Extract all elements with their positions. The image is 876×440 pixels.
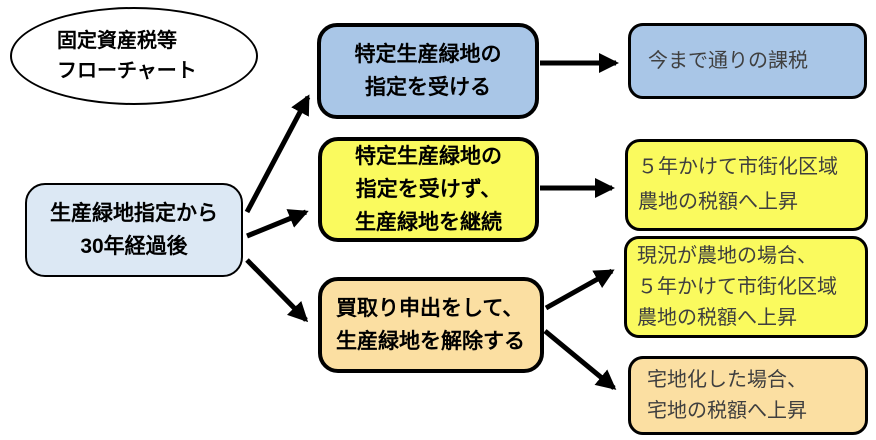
node-text-line: 生産緑地指定から <box>50 202 218 225</box>
node-text-line: 生産緑地を解除する <box>336 330 525 353</box>
node-text-line: 指定を受ける <box>365 76 491 99</box>
node-text-line: 宅地の税額へ上昇 <box>647 399 807 422</box>
node-text-line: 宅地化した場合、 <box>647 368 807 391</box>
title-ellipse: 固定資産税等 フローチャート <box>10 7 258 105</box>
node-result-farmland-case: 現況が農地の場合、 ５年かけて市街化区域 農地の税額へ上昇 <box>624 236 868 338</box>
node-text-line: 生産緑地を継続 <box>355 211 502 234</box>
node-text-line: 指定を受けず、 <box>355 178 502 201</box>
node-option-continue: 特定生産緑地の 指定を受けず、 生産緑地を継続 <box>318 137 539 242</box>
node-text-line: 農地の税額へ上昇 <box>638 191 798 213</box>
title-line: フローチャート <box>57 60 197 82</box>
node-text-line: 今まで通りの課税 <box>648 49 808 72</box>
node-start: 生産緑地指定から 30年経過後 <box>25 183 243 277</box>
node-text-line: ５年かけて市街化区域 <box>638 156 838 178</box>
title-line: 固定資産税等 <box>57 30 177 52</box>
arrow-start-to-release <box>245 258 309 323</box>
node-result-same-tax: 今まで通りの課税 <box>628 23 867 99</box>
node-text-line: 特定生産緑地の <box>355 145 502 168</box>
node-text-line: 農地の税額へ上昇 <box>637 306 797 329</box>
node-text-line: 30年経過後 <box>80 235 188 258</box>
node-option-designated: 特定生産緑地の 指定を受ける <box>317 23 539 119</box>
node-result-rise-5years: ５年かけて市街化区域 農地の税額へ上昇 <box>625 139 868 231</box>
arrow-start-to-designated <box>244 94 311 214</box>
node-result-residential-case: 宅地化した場合、 宅地の税額へ上昇 <box>628 356 868 435</box>
arrow-release-to-farmland <box>544 268 615 311</box>
arrow-start-to-continue <box>246 209 309 239</box>
node-text-line: 現況が農地の場合、 <box>637 244 817 267</box>
node-text-line: 買取り申出をして、 <box>336 297 524 320</box>
node-text-line: ５年かけて市街化区域 <box>637 275 837 298</box>
arrow-release-to-residential <box>543 329 617 390</box>
node-text-line: 特定生産緑地の <box>354 43 502 66</box>
node-option-release: 買取り申出をして、 生産緑地を解除する <box>318 277 544 373</box>
